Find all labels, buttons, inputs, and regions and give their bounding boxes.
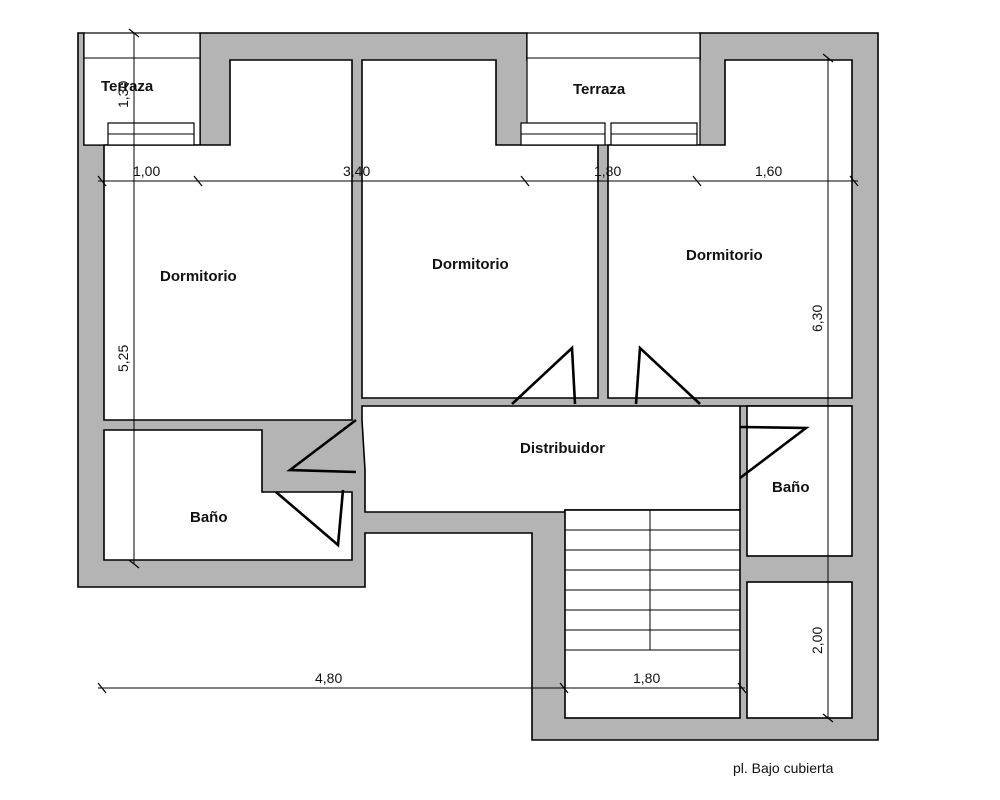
- room-bath-right: [746, 405, 853, 557]
- label-bath-left: Baño: [190, 509, 228, 526]
- stair-area: [564, 509, 741, 719]
- dim-right-height: 6,30: [809, 305, 825, 332]
- dim-left-height: 5,25: [115, 345, 131, 372]
- room-storage-right: [746, 581, 853, 719]
- dim-top-1: 1,00: [133, 163, 160, 179]
- room-labels: Terraza Terraza Dormitorio Dormitorio Do…: [101, 78, 810, 526]
- room-bedroom-right: [607, 59, 853, 399]
- door-swings: [275, 345, 810, 548]
- room-bedroom-left: [103, 59, 353, 421]
- label-bedroom-right: Dormitorio: [686, 247, 763, 264]
- stair-treads: [565, 510, 740, 651]
- dimension-texts: 1,00 3,40 1,80 1,60 4,80 1,80 5,25 6,30 …: [115, 81, 825, 686]
- room-bath-left: [103, 429, 353, 561]
- label-bedroom-center: Dormitorio: [432, 256, 509, 273]
- rooms: [103, 59, 853, 719]
- label-terrace-left: Terraza: [101, 78, 154, 95]
- windows: [107, 122, 698, 146]
- door-bedroom-left: [286, 418, 357, 474]
- dim-terrace-depth: 1,30: [115, 81, 131, 108]
- dimension-lines: [97, 28, 859, 723]
- label-terrace-center: Terraza: [573, 81, 626, 98]
- door-bedroom-right: [634, 345, 701, 405]
- label-bath-right: Baño: [772, 479, 810, 496]
- door-bedroom-center: [511, 345, 577, 405]
- dim-top-3: 1,80: [594, 163, 621, 179]
- door-bath-right: [739, 425, 810, 480]
- dim-top-2: 3,40: [343, 163, 370, 179]
- door-bath-left: [275, 489, 345, 548]
- dim-bottom-1: 4,80: [315, 670, 342, 686]
- dim-right-lower: 2,00: [809, 627, 825, 654]
- plan-caption: pl. Bajo cubierta: [733, 760, 834, 776]
- label-bedroom-left: Dormitorio: [160, 268, 237, 285]
- dim-bottom-2: 1,80: [633, 670, 660, 686]
- dim-top-4: 1,60: [755, 163, 782, 179]
- label-hall: Distribuidor: [520, 440, 605, 457]
